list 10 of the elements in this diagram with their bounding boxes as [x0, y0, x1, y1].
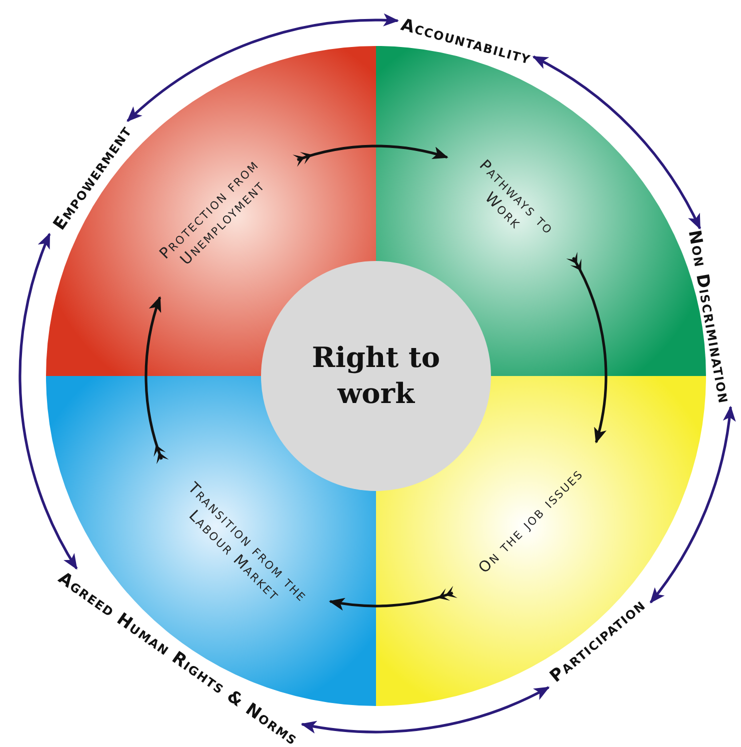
curved-arrow [19, 232, 78, 570]
curved-arrow [566, 252, 607, 444]
curved-arrow [532, 56, 702, 230]
center-title: Right to work [310, 340, 442, 412]
curved-arrow [126, 14, 399, 122]
curved-arrow [300, 686, 550, 734]
curved-arrow [144, 296, 169, 464]
curved-arrow [650, 406, 735, 604]
curved-arrow [328, 586, 458, 610]
curved-arrow [292, 144, 448, 167]
